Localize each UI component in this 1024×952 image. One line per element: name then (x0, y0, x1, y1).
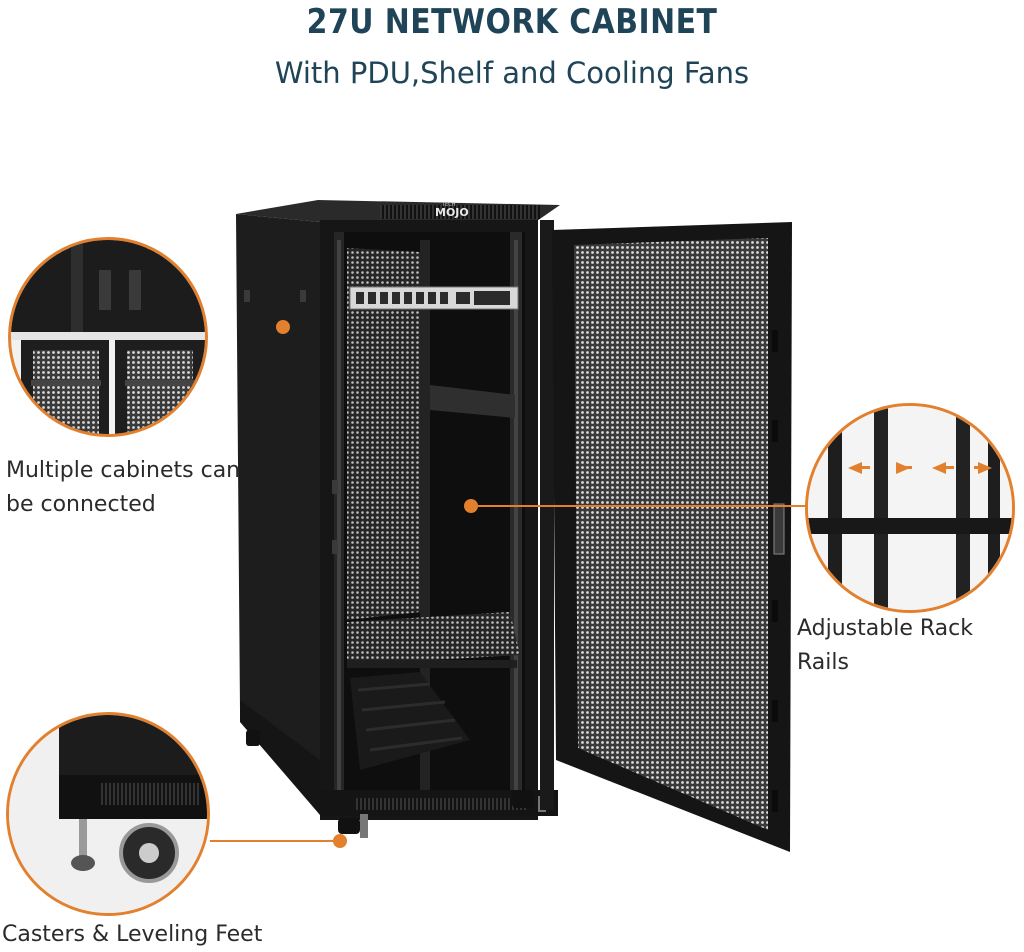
callout-label-casters: Casters & Leveling Feet (2, 922, 263, 947)
callout-label-cabinets-line2: be connected (6, 492, 156, 517)
callout-circle-cabinets (8, 237, 208, 437)
callout-label-cabinets-line1: Multiple cabinets can (6, 458, 241, 483)
caster-wheels (246, 730, 546, 838)
callout-dot-casters (333, 834, 347, 848)
callout-label-rails: Adjustable Rack Rails (797, 616, 973, 675)
page-title: 27U NETWORK CABINET (306, 2, 718, 42)
callout-dot-cabinets (276, 320, 290, 334)
callout-line-rails (470, 505, 808, 507)
interior-side-mesh (347, 248, 420, 620)
cabinet-side-panel (236, 214, 320, 815)
callout-circle-casters (6, 712, 210, 916)
brand-logo: MOJO (435, 206, 469, 219)
callout-label-cabinets: Multiple cabinets can be connected (6, 454, 240, 522)
door-mesh (574, 238, 768, 830)
callout-dot-rails (464, 499, 478, 513)
shelf (347, 612, 520, 665)
cabinet-top-vent (380, 205, 540, 219)
callout-line-casters (210, 840, 338, 842)
door-lock (773, 503, 785, 555)
callout-circle-rails (805, 403, 1015, 613)
page-subtitle: With PDU,Shelf and Cooling Fans (274, 56, 750, 90)
brand-logo-top: TECH (441, 202, 456, 208)
